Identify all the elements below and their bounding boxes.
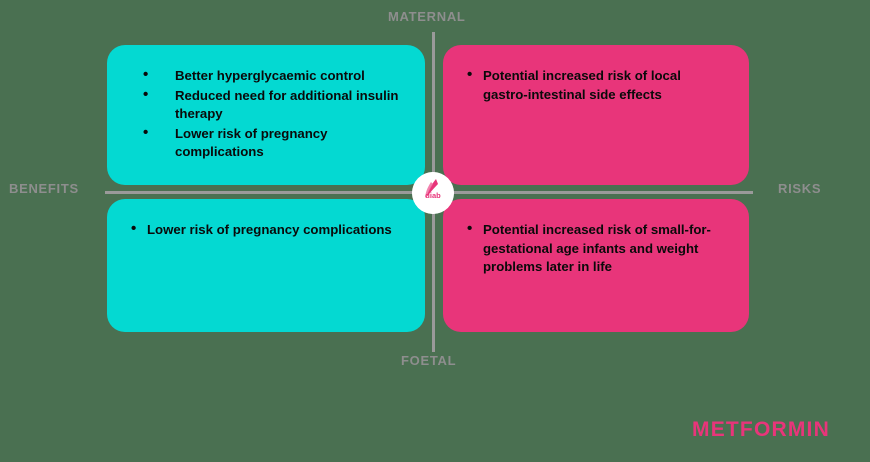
list-item: Lower risk of pregnancy complications (129, 124, 403, 162)
svg-text:diab: diab (425, 191, 441, 200)
bullet-list: Better hyperglycaemic control Reduced ne… (129, 66, 403, 162)
quadrant-foetal-risks: Potential increased risk of small-for-ge… (443, 199, 749, 332)
axis-label-risks: RISKS (778, 181, 822, 196)
list-item: Potential increased risk of small-for-ge… (465, 220, 727, 277)
bullet-list: Potential increased risk of small-for-ge… (465, 220, 727, 277)
brand-word: METFORMIN (692, 418, 830, 441)
bullet-list: Potential increased risk of local gastro… (465, 66, 727, 104)
centre-logo-icon: diab (412, 172, 454, 214)
quadrant-foetal-benefits: Lower risk of pregnancy complications (107, 199, 425, 332)
axis-label-benefits: BENEFITS (9, 181, 79, 196)
list-item: Lower risk of pregnancy complications (129, 220, 403, 240)
quadrant-maternal-benefits: Better hyperglycaemic control Reduced ne… (107, 45, 425, 185)
axis-label-foetal: FOETAL (401, 353, 457, 368)
axis-label-maternal: MATERNAL (388, 9, 466, 24)
quadrant-maternal-risks: Potential increased risk of local gastro… (443, 45, 749, 185)
list-item: Potential increased risk of local gastro… (465, 66, 727, 104)
list-item: Better hyperglycaemic control (129, 66, 403, 86)
bullet-list: Lower risk of pregnancy complications (129, 220, 403, 240)
list-item: Reduced need for additional insulin ther… (129, 86, 403, 124)
